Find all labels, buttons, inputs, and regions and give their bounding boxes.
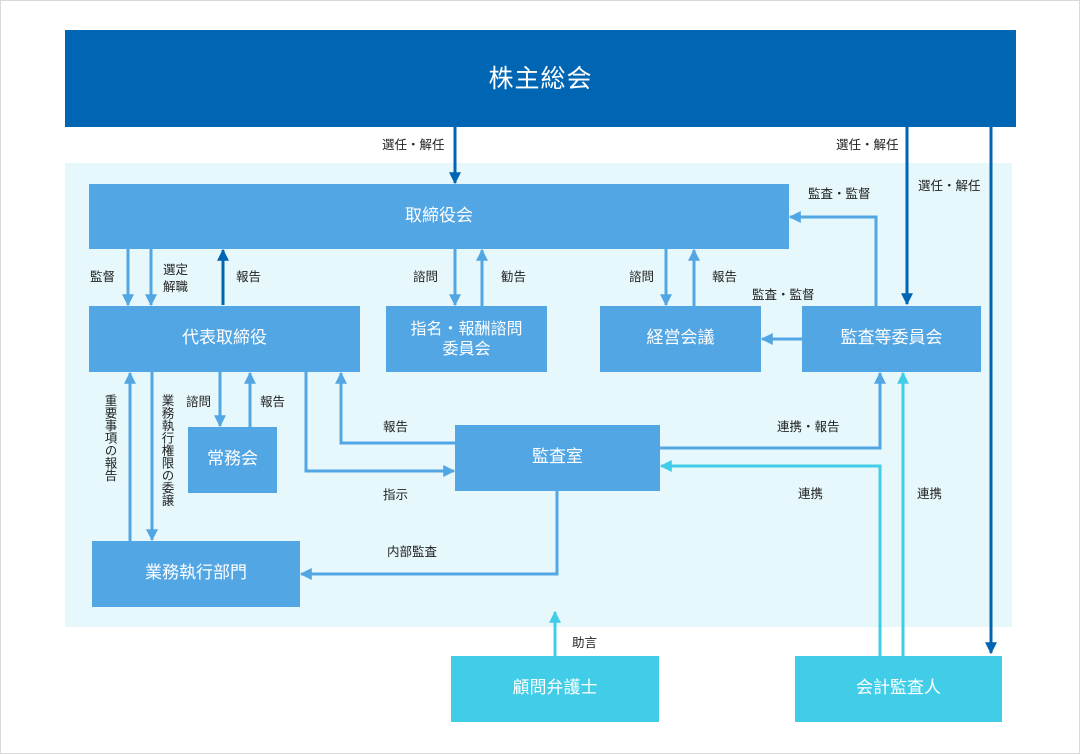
arrow-coordinate-audit-office bbox=[659, 460, 882, 656]
internal-audit-office-box: 監査室 bbox=[455, 425, 660, 491]
nomination-compensation-committee-box: 指名・報酬諮問 委員会 bbox=[386, 306, 547, 372]
management-meeting-box: 経営会議 bbox=[600, 306, 761, 372]
label-report-to-board: 報告 bbox=[236, 269, 262, 284]
label-elect-dismiss-board: 選任・解任 bbox=[382, 137, 445, 152]
label-audit-supervise-management: 監査・監督 bbox=[752, 287, 815, 302]
label-elect-dismiss-audit-committee: 選任・解任 bbox=[836, 137, 899, 152]
label-consult-management: 諮問 bbox=[629, 269, 655, 284]
label-business-authority-delegation: 業務執行権限の委譲 bbox=[159, 394, 175, 507]
board-of-directors-box: 取締役会 bbox=[89, 184, 789, 249]
label-audit-supervise-board: 監査・監督 bbox=[808, 186, 871, 201]
label-appoint: 選定 bbox=[163, 262, 189, 277]
business-divisions-box: 業務執行部門 bbox=[92, 541, 300, 607]
label-supervise: 監督 bbox=[90, 269, 116, 284]
audit-committee-box: 監査等委員会 bbox=[802, 306, 981, 372]
arrow-internal-audit bbox=[299, 491, 559, 580]
label-internal-audit: 内部監査 bbox=[387, 544, 438, 559]
label-advice: 助言 bbox=[572, 635, 598, 650]
arrow-report-audit-office bbox=[335, 371, 455, 445]
accounting-auditor-box: 会計監査人 bbox=[795, 656, 1002, 722]
label-coordinate-audit-office: 連携 bbox=[798, 486, 824, 501]
label-instruction: 指示 bbox=[383, 487, 409, 502]
representative-director-box: 代表取締役 bbox=[89, 306, 360, 372]
label-consult-executive: 諮問 bbox=[186, 394, 212, 409]
nomination-line-2: 委員会 bbox=[442, 339, 491, 358]
arrow-audit-supervise-board bbox=[788, 211, 878, 306]
label-report-management: 報告 bbox=[712, 269, 738, 284]
label-elect-dismiss-accounting-auditor: 選任・解任 bbox=[918, 178, 981, 193]
label-important-matters-report: 重要事項の報告 bbox=[102, 394, 118, 482]
label-dismiss: 解職 bbox=[163, 278, 189, 294]
label-consult-nomination: 諮問 bbox=[413, 269, 439, 284]
label-report-executive: 報告 bbox=[260, 394, 286, 409]
label-coordinate-report: 連携・報告 bbox=[777, 419, 840, 434]
legal-advisor-box: 顧問弁護士 bbox=[451, 656, 659, 722]
nomination-line-1: 指名・報酬諮問 bbox=[410, 319, 523, 338]
executive-committee-box: 常務会 bbox=[188, 427, 277, 493]
label-coordinate-audit-committee: 連携 bbox=[917, 486, 943, 501]
arrow-instruction bbox=[304, 372, 456, 477]
label-report-audit-office: 報告 bbox=[383, 419, 409, 434]
shareholders-meeting-box: 株主総会 bbox=[65, 30, 1016, 127]
arrow-coordinate-report bbox=[649, 371, 886, 454]
label-appoint-dismiss: 選定 解職 bbox=[163, 262, 188, 296]
label-recommend: 勧告 bbox=[501, 269, 527, 284]
